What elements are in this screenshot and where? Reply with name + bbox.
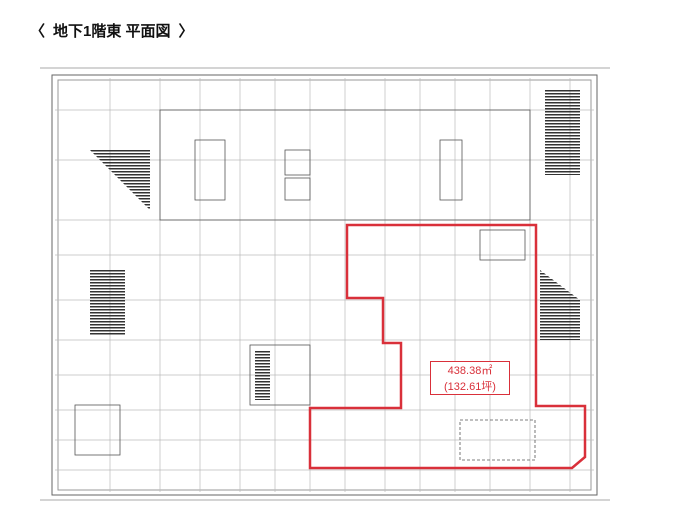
area-tsubo: (132.61坪) (444, 381, 496, 393)
page-header: 〈 地下1階東 平面図 〉 (30, 20, 194, 41)
page-title: 地下1階東 平面図 (53, 23, 171, 40)
area-label: 438.38㎡ (132.61坪) (430, 361, 510, 395)
area-sqm: 438.38㎡ (447, 365, 493, 377)
plan-grid (55, 78, 594, 492)
prev-floor-button[interactable]: 〈 (30, 23, 46, 40)
core-area (74, 109, 536, 461)
next-floor-button[interactable]: 〉 (178, 23, 194, 40)
plan-outline (40, 67, 610, 501)
leased-area-outline (308, 223, 587, 470)
stair-hatching (90, 90, 580, 400)
